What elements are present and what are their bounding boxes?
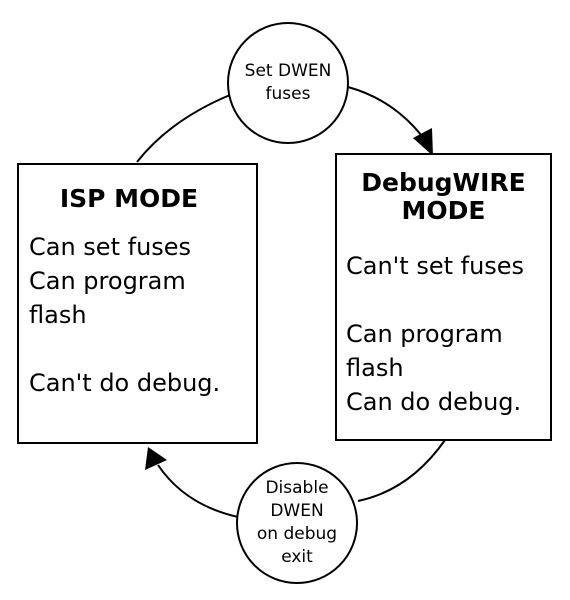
dw-line-flash: flash <box>346 354 404 382</box>
debugwire-title-line1: DebugWIRE <box>361 168 526 197</box>
arc-isp-to-set-dwen <box>136 94 231 163</box>
dw-line-gap <box>346 283 524 317</box>
set-dwen-line1: Set DWEN <box>244 61 332 81</box>
arrowhead-to-isp <box>145 447 167 470</box>
isp-line-program: Can program <box>29 267 186 295</box>
dw-line-set-fuses: Can't set fuses <box>346 252 525 280</box>
arc-set-dwen-to-debugwire <box>347 86 426 141</box>
dw-line-program: Can program <box>346 320 503 348</box>
isp-mode-description: Can set fuses Can program flash Can't do… <box>29 230 220 400</box>
isp-line-set-fuses: Can set fuses <box>29 233 192 261</box>
debugwire-mode-title: DebugWIRE MODE <box>337 169 550 225</box>
isp-line-gap <box>29 332 220 366</box>
disable-dwen-line1: Disable <box>265 478 329 498</box>
disable-dwen-line2: DWEN <box>270 501 324 521</box>
debugwire-mode-box: DebugWIRE MODE Can't set fuses Can progr… <box>335 153 552 441</box>
arc-disable-dwen-to-isp <box>157 464 239 518</box>
isp-mode-box: ISP MODE Can set fuses Can program flash… <box>17 163 258 444</box>
arrowhead-to-debugwire <box>413 128 433 156</box>
disable-dwen-line3: on debug <box>256 524 338 544</box>
isp-line-debug: Can't do debug. <box>29 369 221 397</box>
disable-dwen-node: Disable DWEN on debug exit <box>236 462 358 584</box>
debugwire-title-line2: MODE <box>401 196 486 225</box>
set-dwen-fuses-node: Set DWEN fuses <box>227 22 349 144</box>
debugwire-mode-description: Can't set fuses Can program flash Can do… <box>346 249 524 419</box>
disable-dwen-line4: exit <box>281 547 313 567</box>
dw-line-debug: Can do debug. <box>346 388 522 416</box>
set-dwen-line2: fuses <box>265 84 311 104</box>
isp-mode-title: ISP MODE <box>59 184 199 213</box>
arc-debugwire-to-disable-dwen <box>357 439 446 502</box>
isp-line-flash: flash <box>29 301 87 329</box>
